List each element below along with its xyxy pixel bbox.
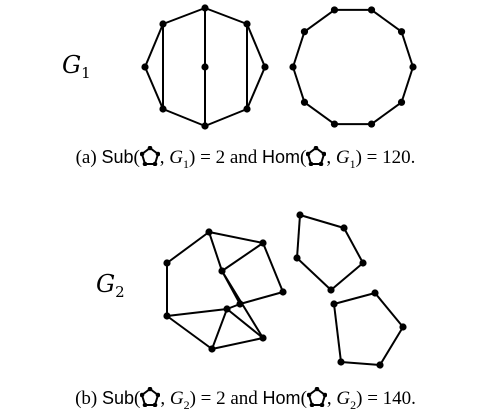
cycle10-vertex: [300, 28, 309, 36]
caption-b: (b) Sub(, G2) = 2 and Hom(, G2) = 140.: [75, 387, 416, 412]
g2-edge: [208, 231, 223, 272]
g1-edge: [246, 23, 266, 68]
g2-vertex: [296, 211, 304, 219]
caption-a: (a) Sub(, G1) = 2 and Hom(, G1) = 120.: [75, 146, 416, 171]
g1-edge: [162, 108, 206, 127]
hom-function: Hom: [262, 388, 301, 408]
g2-vertex: [259, 239, 267, 247]
g2-edge: [374, 292, 404, 328]
g2-edge: [239, 291, 284, 305]
pentagon-icon: [306, 146, 327, 166]
g2-vertex: [236, 300, 244, 308]
g2-vertex: [208, 345, 216, 353]
g2-edge: [211, 308, 228, 350]
g1-label: G1: [62, 51, 91, 82]
g1-edge: [204, 7, 248, 25]
g2-edge: [379, 326, 404, 366]
cycle10-edge: [400, 66, 414, 103]
cycle10-edges: [292, 8, 414, 126]
cycle10-vertex: [300, 98, 309, 106]
hom-function: Hom: [262, 147, 301, 167]
cycle10-edge: [292, 31, 306, 68]
cycle10-vertex: [409, 63, 417, 71]
g2-vertex: [218, 267, 226, 275]
g1-vertex: [201, 4, 209, 12]
cycle10-edge: [370, 101, 403, 125]
g2-edge: [330, 262, 364, 291]
g2-edge: [333, 303, 342, 363]
cycle10-edge: [292, 66, 306, 103]
g1-vertex: [159, 20, 167, 28]
g2-vertex: [330, 300, 338, 308]
g2-vertex: [163, 312, 171, 320]
cycle10-vertices: [289, 6, 417, 128]
cycle10-edge: [303, 101, 336, 125]
pentagon-icon: [306, 387, 327, 407]
g2-vertex: [337, 358, 345, 366]
g2-edge: [208, 231, 264, 244]
cycle10-vertex: [330, 6, 339, 14]
g2-vertex: [371, 289, 379, 297]
g2-vertex: [279, 288, 287, 296]
g2-vertex: [205, 228, 213, 236]
g1-edge: [246, 66, 266, 110]
g1-vertex: [261, 63, 269, 71]
g2-vertex: [376, 361, 384, 369]
cycle10-vertex: [397, 28, 406, 36]
g2-edge: [296, 214, 301, 259]
g2-edge: [262, 242, 284, 293]
g2-edge: [333, 292, 376, 305]
g2-edge: [166, 231, 210, 264]
g1-vertex: [201, 122, 209, 130]
g2-edge: [340, 361, 381, 366]
g2-edge: [226, 308, 264, 339]
cycle10-vertex: [289, 63, 297, 71]
cycle10-edge: [303, 9, 336, 33]
g2-edge: [166, 315, 213, 350]
sub-function: Sub: [101, 388, 134, 408]
g2-vertex: [163, 259, 171, 267]
cycle10-edge: [370, 9, 403, 33]
g2-edge: [299, 214, 345, 229]
g2-label: G2: [96, 270, 125, 301]
g2-vertex: [293, 254, 301, 262]
g1-edge: [144, 23, 164, 68]
g2-edge: [166, 308, 228, 317]
sub-function: Sub: [101, 147, 134, 167]
g1-edges: [144, 7, 266, 127]
cycle10-vertex: [330, 120, 339, 128]
g2-edge: [211, 337, 264, 350]
g2-vertex: [399, 323, 407, 331]
pentagon-icon: [139, 146, 160, 166]
cycle10-vertex: [367, 6, 376, 14]
g2-vertex: [223, 305, 231, 313]
cycle10-vertex: [397, 98, 406, 106]
g1-vertex: [141, 63, 149, 71]
cycle10-vertex: [367, 120, 376, 128]
g1-vertex: [243, 105, 251, 113]
cycle10-edge: [400, 31, 414, 68]
g2-vertices: [163, 211, 407, 369]
g2-edge: [296, 257, 332, 291]
g2-edge: [221, 242, 264, 272]
g1-vertices: [141, 4, 269, 130]
g1-vertex: [159, 105, 167, 113]
g1-edge: [144, 66, 164, 110]
g2-vertex: [359, 259, 367, 267]
pentagon-icon: [140, 387, 161, 407]
g2-vertex: [327, 286, 335, 294]
g1-vertex: [201, 63, 209, 71]
g2-vertex: [340, 224, 348, 232]
g2-edge: [343, 227, 364, 264]
g2-vertex: [259, 334, 267, 342]
g1-edge: [204, 108, 248, 127]
g1-edge: [162, 7, 206, 25]
g1-vertex: [243, 20, 251, 28]
